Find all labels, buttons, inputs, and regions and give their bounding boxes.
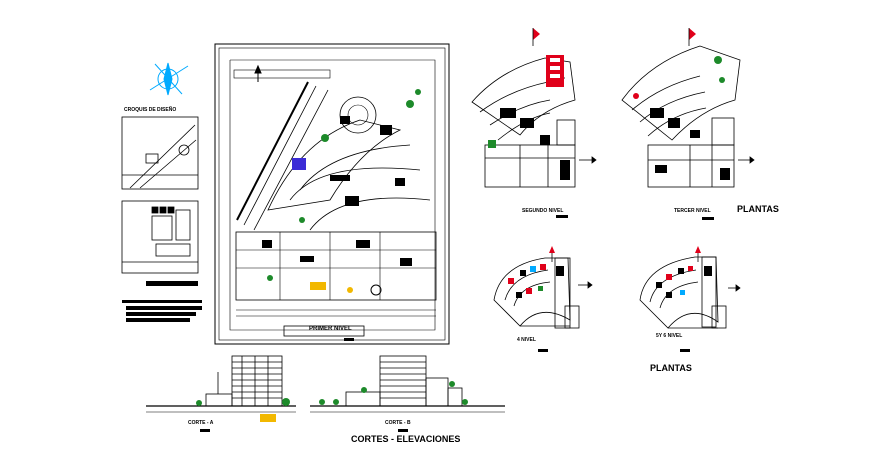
tercer-nivel-title: TERCER NIVEL xyxy=(674,208,711,214)
segundo-nivel-plan xyxy=(471,28,597,188)
croquis-sketch-2 xyxy=(121,200,199,274)
segundo-nivel-title: SEGUNDO NIVEL xyxy=(522,208,564,214)
corte-a-details xyxy=(196,398,290,432)
plantas-title-top: PLANTAS xyxy=(737,204,779,214)
nivel-5-6-plan xyxy=(639,246,741,329)
primer-nivel-title: PRIMER NIVEL xyxy=(309,326,352,332)
primer-nivel-details xyxy=(262,89,421,341)
north-arrow-icon xyxy=(149,62,189,96)
nivel-4-details xyxy=(508,264,564,352)
tercer-nivel-details xyxy=(633,56,730,220)
corte-a-section xyxy=(146,355,296,413)
croquis-label: CROQUIS DE DISEÑO xyxy=(124,107,177,113)
corte-b-section xyxy=(310,355,505,413)
corte-b-details xyxy=(319,381,468,432)
primer-nivel-plan xyxy=(214,43,450,345)
cortes-elevaciones-title: CORTES - ELEVACIONES xyxy=(351,434,461,444)
corte-a-title: CORTE - A xyxy=(188,420,214,426)
tercer-nivel-plan xyxy=(621,28,755,188)
plantas-title-bottom: PLANTAS xyxy=(650,363,692,373)
nivel-5-6-title: 5Y 6 NIVEL xyxy=(656,333,683,339)
nivel-4-title: 4 NIVEL xyxy=(517,337,536,343)
croquis-sketch-1 xyxy=(121,116,199,190)
segundo-nivel-details xyxy=(488,55,570,218)
legend-text-block xyxy=(122,281,202,322)
nivel-5-6-details xyxy=(656,266,712,352)
corte-b-title: CORTE - B xyxy=(385,420,411,426)
